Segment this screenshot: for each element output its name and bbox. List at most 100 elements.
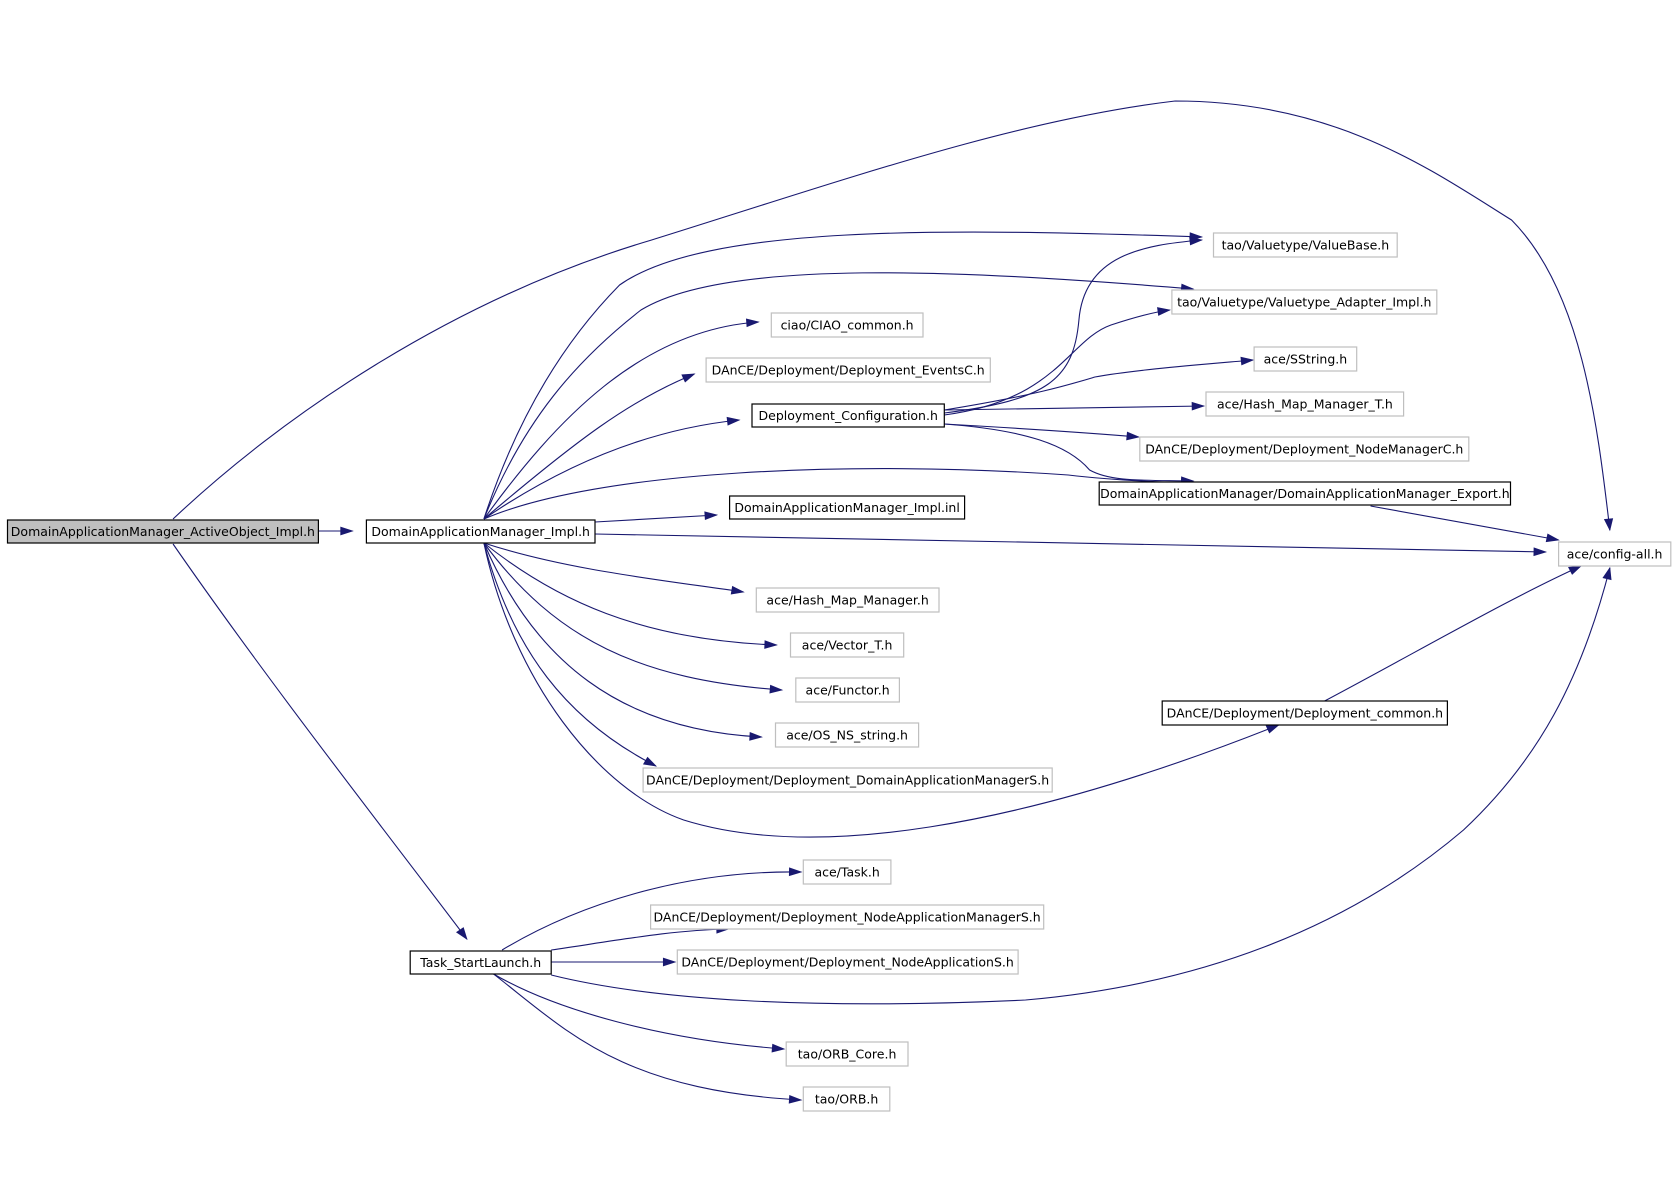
edge-depconf-to-valuebase [944, 240, 1201, 413]
node-box-valuebase [1212, 232, 1398, 258]
node-label-inl: DomainApplicationManager_Impl.inl [734, 500, 960, 515]
node-orb[interactable]: tao/ORB.h [802, 1086, 891, 1112]
node-box-vtadapter [1171, 289, 1438, 315]
edge-depconf-to-export [944, 424, 1193, 481]
node-inl[interactable]: DomainApplicationManager_Impl.inl [728, 495, 966, 520]
node-label-damgrs: DAnCE/Deployment/Deployment_DomainApplic… [646, 773, 1049, 788]
edge-impl-to-inl [595, 515, 717, 522]
node-label-hmmt: ace/Hash_Map_Manager_T.h [1217, 397, 1393, 412]
arrowhead-impl-to-vector [764, 640, 778, 649]
edge-impl-to-ciao [484, 322, 759, 519]
node-depconf[interactable]: Deployment_Configuration.h [751, 403, 945, 428]
node-box-nodemgrc [1139, 436, 1470, 462]
arrowhead-impl-to-ciao [745, 318, 760, 328]
edge-impl-to-config [595, 534, 1546, 552]
edge-impl-to-damgrs [484, 543, 656, 766]
edge-impl-to-functor [484, 543, 782, 690]
node-label-nas: DAnCE/Deployment/Deployment_NodeApplicat… [681, 955, 1013, 970]
arrowhead-export-to-config [1545, 533, 1560, 543]
arrowhead-task-to-orbcore [771, 1043, 786, 1053]
node-functor[interactable]: ace/Functor.h [795, 677, 900, 703]
node-label-export: DomainApplicationManager/DomainApplicati… [1100, 486, 1510, 501]
node-valuebase[interactable]: tao/Valuetype/ValueBase.h [1212, 232, 1398, 258]
edge-task-to-orbcore [494, 974, 785, 1049]
node-box-config [1557, 541, 1672, 567]
arrowhead-impl-to-depconf [726, 416, 741, 426]
node-label-hmm: ace/Hash_Map_Manager.h [766, 593, 928, 608]
node-box-hmm [755, 587, 940, 613]
edge-depconf-to-hmmt [944, 406, 1204, 410]
edge-impl-to-eventsc [484, 374, 694, 519]
arrowhead-root-to-task [455, 927, 468, 941]
node-common[interactable]: DAnCE/Deployment/Deployment_common.h [1161, 700, 1448, 726]
node-box-export [1098, 481, 1512, 506]
edge-impl-to-hmm [484, 543, 744, 592]
edge-impl-to-common [484, 543, 1279, 837]
arrowhead-common-to-config [1568, 565, 1583, 575]
node-label-impl: DomainApplicationManager_Impl.h [371, 524, 590, 539]
node-export[interactable]: DomainApplicationManager/DomainApplicati… [1098, 481, 1512, 506]
node-box-inl [728, 495, 966, 520]
node-hmmt[interactable]: ace/Hash_Map_Manager_T.h [1205, 391, 1405, 417]
arrowhead-task-to-nas [662, 957, 677, 967]
node-label-valuebase: tao/Valuetype/ValueBase.h [1222, 238, 1390, 253]
node-label-root: DomainApplicationManager_ActiveObject_Im… [11, 524, 315, 539]
node-damgrs[interactable]: DAnCE/Deployment/Deployment_DomainApplic… [642, 767, 1053, 793]
arrowhead-impl-to-damgrs [642, 756, 658, 767]
node-root[interactable]: DomainApplicationManager_ActiveObject_Im… [6, 519, 319, 544]
node-box-orb [802, 1086, 891, 1112]
node-label-depconf: Deployment_Configuration.h [759, 408, 938, 423]
edge-task-to-namgrs [551, 929, 728, 950]
arrowhead-impl-to-functor [769, 684, 784, 694]
node-eventsc[interactable]: DAnCE/Deployment/Deployment_EventsC.h [705, 357, 991, 383]
node-label-namgrs: DAnCE/Deployment/Deployment_NodeApplicat… [654, 910, 1041, 925]
node-label-acetask: ace/Task.h [814, 865, 879, 880]
node-ciao[interactable]: ciao/CIAO_common.h [770, 312, 924, 338]
edge-export-to-config [1371, 506, 1559, 540]
nodes-layer: DomainApplicationManager_ActiveObject_Im… [6, 232, 1672, 1112]
arrowhead-task-to-orb [788, 1094, 803, 1104]
node-nodemgrc[interactable]: DAnCE/Deployment/Deployment_NodeManagerC… [1139, 436, 1470, 462]
node-label-ciao: ciao/CIAO_common.h [781, 318, 914, 333]
edge-task-to-config [551, 568, 1610, 1004]
node-orbcore[interactable]: tao/ORB_Core.h [785, 1041, 909, 1067]
arrowhead-root-to-impl [340, 526, 354, 536]
arrowhead-depconf-to-sstring [1240, 356, 1255, 366]
node-namgrs[interactable]: DAnCE/Deployment/Deployment_NodeApplicat… [649, 904, 1045, 930]
node-box-hmmt [1205, 391, 1405, 417]
edge-task-to-acetask [502, 872, 801, 950]
node-task[interactable]: Task_StartLaunch.h [409, 950, 552, 975]
node-box-damgrs [642, 767, 1053, 793]
node-box-common [1161, 700, 1448, 726]
node-label-config: ace/config-all.h [1567, 547, 1663, 562]
node-box-eventsc [705, 357, 991, 383]
edges-layer [173, 101, 1614, 1104]
node-label-vector: ace/Vector_T.h [802, 638, 893, 653]
node-box-functor [795, 677, 900, 703]
node-box-task [409, 950, 552, 975]
node-box-nas [676, 949, 1019, 975]
node-vtadapter[interactable]: tao/Valuetype/Valuetype_Adapter_Impl.h [1171, 289, 1438, 315]
node-config[interactable]: ace/config-all.h [1557, 541, 1672, 567]
edge-impl-to-export [484, 469, 1193, 519]
node-nas[interactable]: DAnCE/Deployment/Deployment_NodeApplicat… [676, 949, 1019, 975]
node-label-common: DAnCE/Deployment/Deployment_common.h [1167, 706, 1443, 721]
node-impl[interactable]: DomainApplicationManager_Impl.h [365, 519, 596, 544]
node-vector[interactable]: ace/Vector_T.h [789, 632, 905, 658]
node-osns[interactable]: ace/OS_NS_string.h [774, 722, 920, 748]
edge-impl-to-depconf [484, 420, 739, 519]
node-label-task: Task_StartLaunch.h [419, 955, 541, 970]
arrowhead-depconf-to-hmmt [1191, 401, 1206, 411]
node-acetask[interactable]: ace/Task.h [802, 859, 892, 885]
node-box-vector [789, 632, 905, 658]
node-label-nodemgrc: DAnCE/Deployment/Deployment_NodeManagerC… [1145, 442, 1463, 457]
arrowhead-depconf-to-vtadapter [1157, 307, 1172, 316]
arrowhead-impl-to-common [1265, 724, 1280, 734]
node-hmm[interactable]: ace/Hash_Map_Manager.h [755, 587, 940, 613]
edge-depconf-to-nodemgrc [944, 424, 1138, 437]
arrowhead-task-to-acetask [788, 867, 803, 877]
arrowhead-impl-to-eventsc [681, 373, 696, 383]
node-label-eventsc: DAnCE/Deployment/Deployment_EventsC.h [712, 363, 985, 378]
node-sstring[interactable]: ace/SString.h [1253, 346, 1358, 372]
node-box-impl [365, 519, 596, 544]
